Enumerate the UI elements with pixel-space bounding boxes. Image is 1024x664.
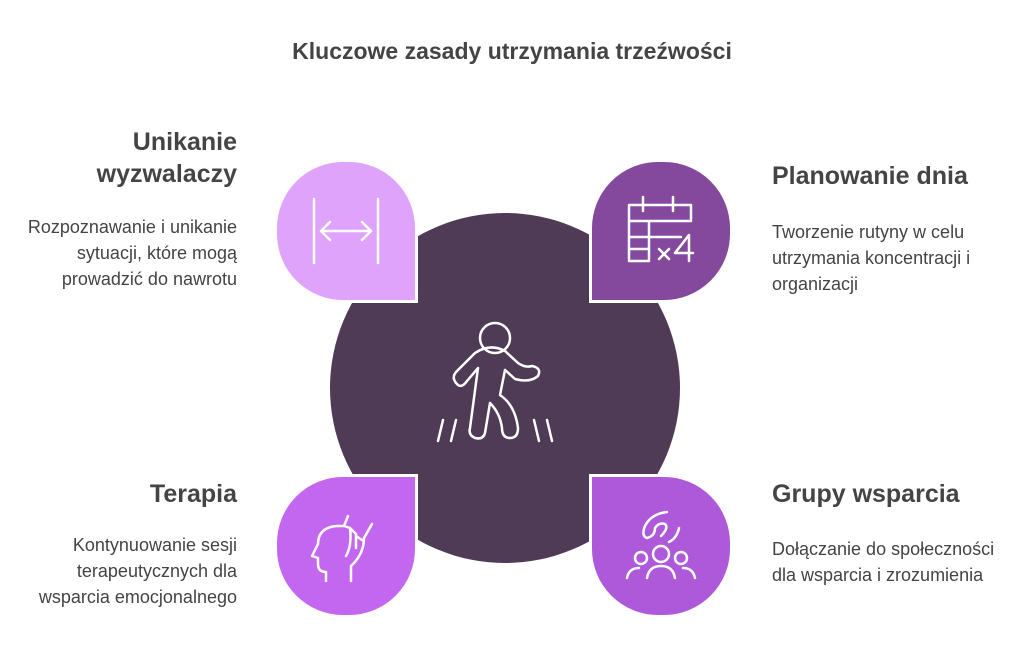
therapy-petal [274, 474, 418, 618]
plan-day-heading: Planowanie dnia [772, 162, 968, 190]
support-groups-heading: Grupy wsparcia [772, 480, 960, 508]
group-support-icon [625, 510, 697, 580]
walking-person-icon [436, 321, 554, 443]
page-title: Kluczowe zasady utrzymania trzeźwości [292, 38, 732, 64]
calendar-x4-icon [627, 195, 695, 263]
avoid-triggers-petal [274, 159, 418, 303]
distance-arrows-icon [312, 197, 380, 265]
head-hand-icon [310, 514, 374, 583]
plan-day-description: Tworzenie rutyny w celu utrzymania konce… [772, 222, 971, 294]
avoid-triggers-heading: Unikanie wyzwalaczy [96, 128, 237, 188]
therapy-heading: Terapia [149, 480, 237, 508]
therapy-description: Kontynuowanie sesji terapeutycznych dla … [38, 535, 237, 607]
support-groups-petal [589, 474, 733, 618]
avoid-triggers-description: Rozpoznawanie i unikanie sytuacji, które… [27, 217, 237, 289]
support-groups-description: Dołączanie do społeczności dla wsparcia … [772, 539, 995, 585]
plan-day-petal [589, 159, 733, 303]
